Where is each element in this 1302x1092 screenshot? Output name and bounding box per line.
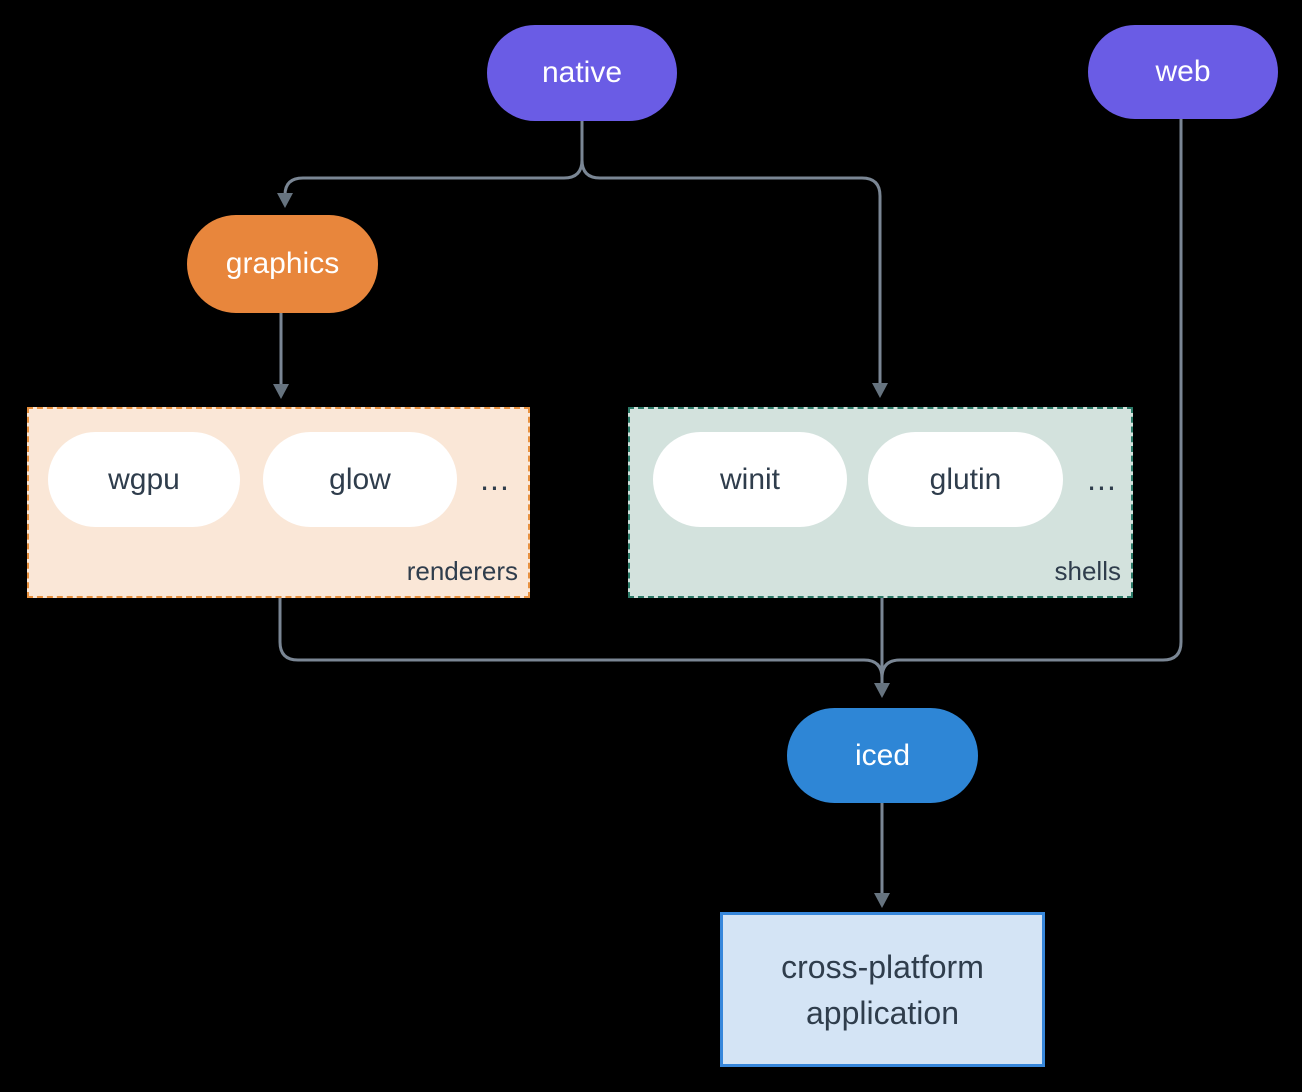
node-native-label: native [541,56,623,89]
edge-renderers-to-iced [278,598,884,679]
group-shells: winit glutin ... shells [628,407,1133,598]
node-graphics-label: graphics [225,247,340,280]
arrowhead-shells [872,383,888,398]
node-cross-platform-application: cross-platform application [720,912,1045,1067]
node-iced: iced [787,708,978,803]
arrowhead-graphics [277,193,293,208]
renderers-group-label: renderers [406,556,518,586]
arrowhead-renderers [273,384,289,399]
shells-group-label: shells [1054,556,1121,586]
node-winit: winit [653,432,847,527]
arrowhead-application [874,893,890,908]
node-glow: glow [263,432,457,527]
node-glutin-label: glutin [929,462,1002,496]
node-iced-label: iced [854,738,911,772]
edge-native-to-shells [580,121,882,384]
node-glow-label: glow [329,462,391,496]
node-graphics: graphics [187,215,378,313]
shells-ellipsis: ... [1087,461,1117,497]
renderers-ellipsis: ... [480,461,510,497]
arrowhead-iced [874,683,890,698]
edge-native-to-graphics [283,121,584,196]
group-renderers: wgpu glow ... renderers [27,407,530,598]
node-cross-platform-application-label: cross-platform application [781,948,984,1031]
edge-web-to-iced [880,119,1183,679]
node-glutin: glutin [868,432,1063,527]
node-web-label: web [1155,55,1211,88]
node-native: native [487,25,677,121]
node-winit-label: winit [719,462,780,496]
node-wgpu-label: wgpu [108,462,180,496]
node-wgpu: wgpu [48,432,240,527]
node-web: web [1088,25,1278,119]
